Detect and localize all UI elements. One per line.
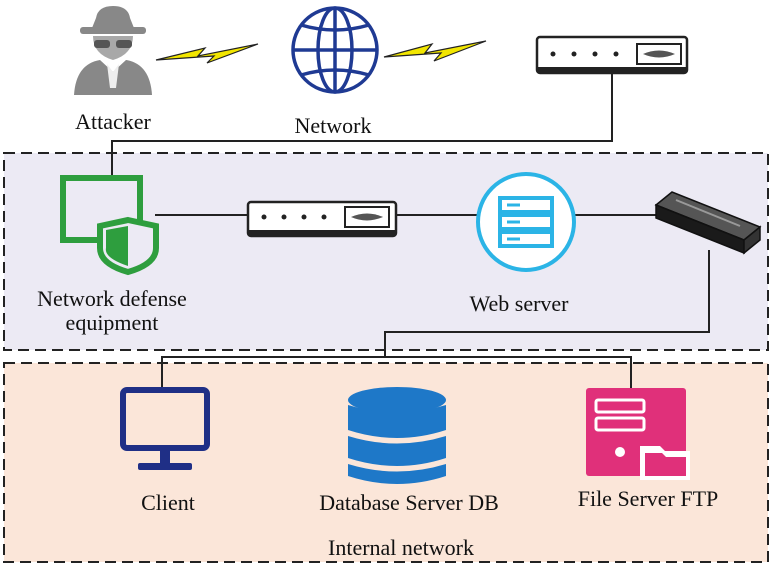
network-defense-label: Network defense equipment	[37, 286, 187, 336]
monitor-icon	[120, 387, 210, 470]
line-internal-bus	[161, 356, 632, 388]
web-server-label: Web server	[469, 291, 569, 316]
network-defense-label-line1: Network defense	[37, 286, 187, 311]
file-server-label: File Server FTP	[577, 486, 719, 511]
server-circle-icon	[476, 172, 576, 272]
attacker-label: Attacker	[75, 109, 151, 134]
lightning-icon	[383, 40, 487, 62]
connection-lines	[111, 74, 710, 388]
line-router-to-defense	[111, 74, 613, 175]
database-server-label: Database Server DB	[319, 490, 499, 515]
internal-network-label: Internal network	[328, 535, 474, 560]
line-switch-to-internal	[384, 250, 710, 357]
client-label: Client	[141, 490, 195, 515]
switch-icon	[654, 191, 762, 255]
router-icon	[535, 35, 689, 75]
shield-monitor-icon	[60, 175, 159, 276]
lightning-icon	[155, 43, 259, 64]
spy-icon	[74, 6, 152, 95]
network-defense-label-line2: equipment	[65, 310, 159, 336]
database-icon	[348, 387, 446, 484]
file-server-icon	[586, 388, 690, 480]
router-icon	[246, 200, 398, 238]
globe-icon	[291, 6, 379, 94]
network-label: Network	[294, 113, 372, 138]
